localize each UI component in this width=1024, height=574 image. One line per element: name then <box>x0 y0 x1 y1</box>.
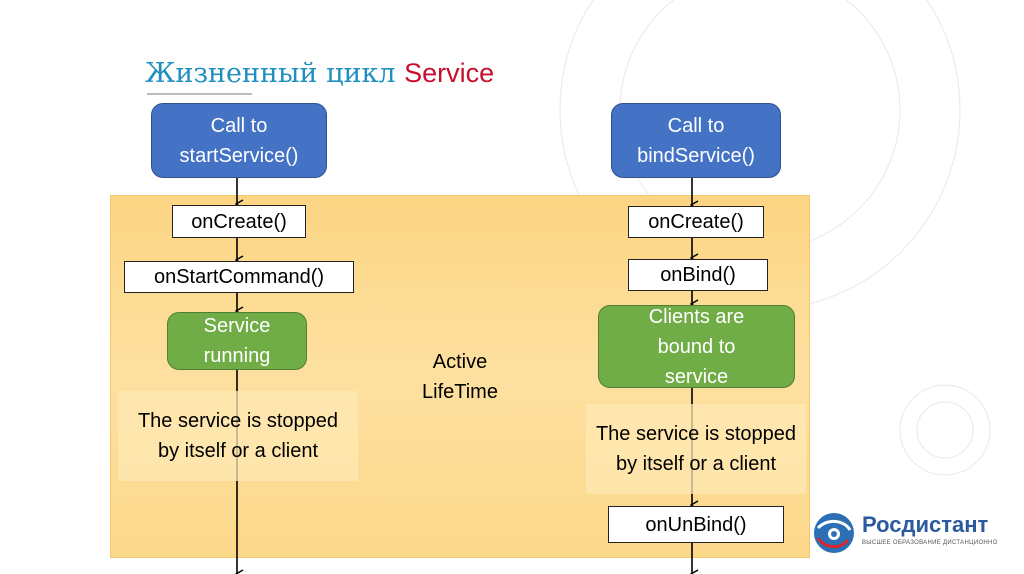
on-start-command-box: onStartCommand() <box>124 261 354 293</box>
left-on-create-box: onCreate() <box>172 205 306 238</box>
title-prefix: Жизненный цикл <box>145 58 396 89</box>
left-stopped-note: The service is stopped by itself or a cl… <box>118 391 358 481</box>
on-unbind-box: onUnBind() <box>608 506 784 543</box>
right-on-create-box: onCreate() <box>628 206 764 238</box>
title-underline <box>147 93 252 95</box>
logo-tagline: ВЫСШЕЕ ОБРАЗОВАНИЕ ДИСТАНЦИОННО <box>862 540 998 546</box>
service-running-box: Service running <box>167 312 307 370</box>
right-stopped-note: The service is stopped by itself or a cl… <box>586 404 806 494</box>
call-start-service-box: Call to startService() <box>151 103 327 178</box>
page-title: Жизненный цикл Service <box>145 58 494 89</box>
call-bind-service-box: Call to bindService() <box>611 103 781 178</box>
rosdistant-logo-icon <box>814 513 854 553</box>
on-bind-box: onBind() <box>628 259 768 291</box>
clients-bound-box: Clients are bound to service <box>598 305 795 388</box>
active-lifetime-label: Active LifeTime <box>422 351 498 403</box>
title-accent: Service <box>404 58 495 88</box>
logo-name: Росдистант <box>862 512 989 537</box>
